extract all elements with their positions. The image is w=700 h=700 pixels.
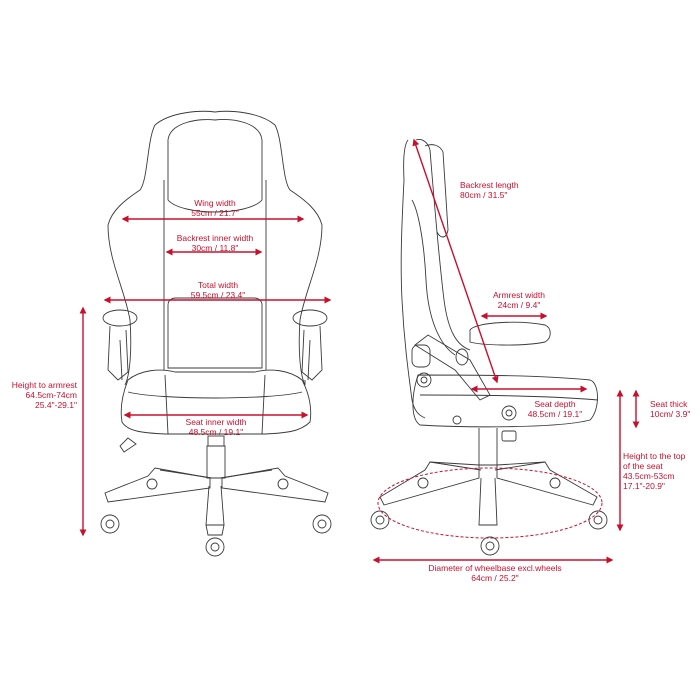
height-to-armrest-label: Height to armrest 64.5cm-74cm 25.4"-29.1…: [12, 380, 77, 410]
total-width-title: Total width: [197, 280, 239, 290]
side-chair: [370, 139, 608, 556]
backrest-inner-width-label: Backrest inner width 30cm / 11.8": [177, 233, 254, 253]
height-to-seat-title-2: of the seat: [623, 461, 663, 471]
seat-thickness-label: Seat thick 10cm/ 3.9": [650, 399, 690, 419]
backrest-length-label: Backrest length 80cm / 31.5": [460, 180, 519, 200]
seat-inner-width-label: Seat inner width 48.5cm / 19.1": [186, 417, 247, 437]
front-dimension-arrows: [79, 215, 332, 537]
side-caster-wheels: [370, 477, 608, 556]
height-to-seat-label: Height to the top of the seat 43.5cm-53c…: [623, 451, 685, 491]
wheelbase-diameter-title: Diameter of wheelbase excl.wheels: [428, 563, 562, 573]
seat-thickness-value: 10cm/ 3.9": [650, 409, 691, 419]
height-to-armrest-in: 25.4"-29.1": [35, 400, 77, 410]
seat-inner-width-value: 48.5cm / 19.1": [188, 427, 244, 437]
wing-width-title: Wing width: [194, 198, 236, 208]
armrest-width-value: 24cm / 9.4": [497, 300, 541, 310]
total-width-label: Total width 59.5cm / 23.4": [191, 280, 246, 300]
height-to-armrest-title: Height to armrest: [11, 380, 77, 390]
wing-width-value: 55cm / 21.7": [191, 208, 239, 218]
wheelbase-diameter-value: 64cm / 25.2": [471, 573, 519, 583]
backrest-length-value: 80cm / 31.5": [460, 190, 508, 200]
seat-depth-title: Seat depth: [534, 399, 576, 409]
height-to-armrest-cm: 64.5cm-74cm: [25, 390, 78, 400]
seat-depth-label: Seat depth 48.5cm / 19.1": [528, 399, 583, 419]
height-to-seat-in: 17.1"-20.9": [623, 481, 665, 491]
wing-width-label: Wing width 55cm / 21.7": [191, 198, 238, 218]
side-dimension-arrows: [372, 138, 640, 564]
backrest-inner-width-title: Backrest inner width: [176, 233, 254, 243]
front-chair: [100, 110, 332, 557]
height-to-seat-title-1: Height to the top: [623, 451, 686, 461]
total-width-value: 59.5cm / 23.4": [190, 290, 246, 300]
seat-depth-value: 48.5cm / 19.1": [527, 409, 583, 419]
seat-inner-width-title: Seat inner width: [185, 417, 247, 427]
wheelbase-diameter-label: Diameter of wheelbase excl.wheels 64cm /…: [428, 563, 561, 583]
backrest-inner-width-value: 30cm / 11.8": [191, 243, 239, 253]
caster-wheels: [100, 478, 332, 557]
armrest-width-title: Armrest width: [493, 290, 545, 300]
backrest-length-title: Backrest length: [460, 180, 519, 190]
armrest-width-label: Armrest width 24cm / 9.4": [493, 290, 545, 310]
height-to-seat-cm: 43.5cm-53cm: [623, 471, 675, 481]
seat-thickness-title: Seat thick: [650, 399, 688, 409]
